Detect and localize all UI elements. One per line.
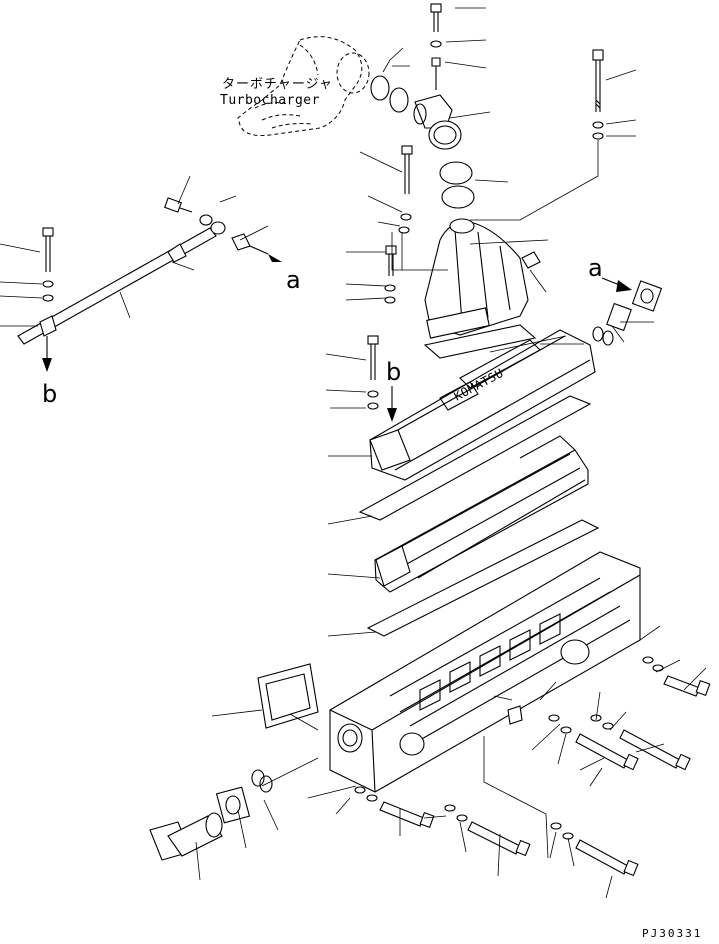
outlet-elbow	[424, 218, 541, 339]
left-pipe-assembly	[17, 197, 282, 345]
ref-label-b-center: b	[386, 358, 402, 386]
right-tall-bolt	[592, 49, 604, 140]
aftercooler-core	[374, 435, 589, 593]
arrow-a-right	[592, 277, 663, 346]
ref-label-a-right: a	[588, 254, 603, 282]
gasket-2	[366, 519, 600, 637]
inlet-manifold	[329, 551, 641, 793]
end-gasket	[257, 663, 319, 729]
top-bolt-stack	[413, 3, 462, 150]
leader-lines	[0, 7, 707, 899]
ref-label-b-left: b	[42, 380, 58, 408]
ref-label-a-top: a	[286, 266, 301, 294]
turbocharger-label-en: Turbocharger	[220, 93, 320, 108]
cover-bolt	[367, 335, 379, 410]
arrow-b-left	[42, 336, 52, 372]
turbocharger-outline	[237, 36, 370, 136]
drawing-code: PJ30331	[642, 927, 703, 940]
inlet-connector	[149, 769, 273, 861]
gasket-1	[358, 395, 592, 521]
turbo-o-rings	[370, 75, 475, 209]
mid-bolts	[384, 145, 413, 304]
side-bolts-bottom	[354, 705, 639, 877]
side-bolts-right	[548, 656, 711, 771]
turbocharger-label-jp: ターボチャージャ	[222, 77, 333, 92]
arrow-b-center	[387, 386, 397, 422]
elbow-gasket	[423, 324, 537, 359]
aftercooler-cover	[369, 329, 596, 481]
